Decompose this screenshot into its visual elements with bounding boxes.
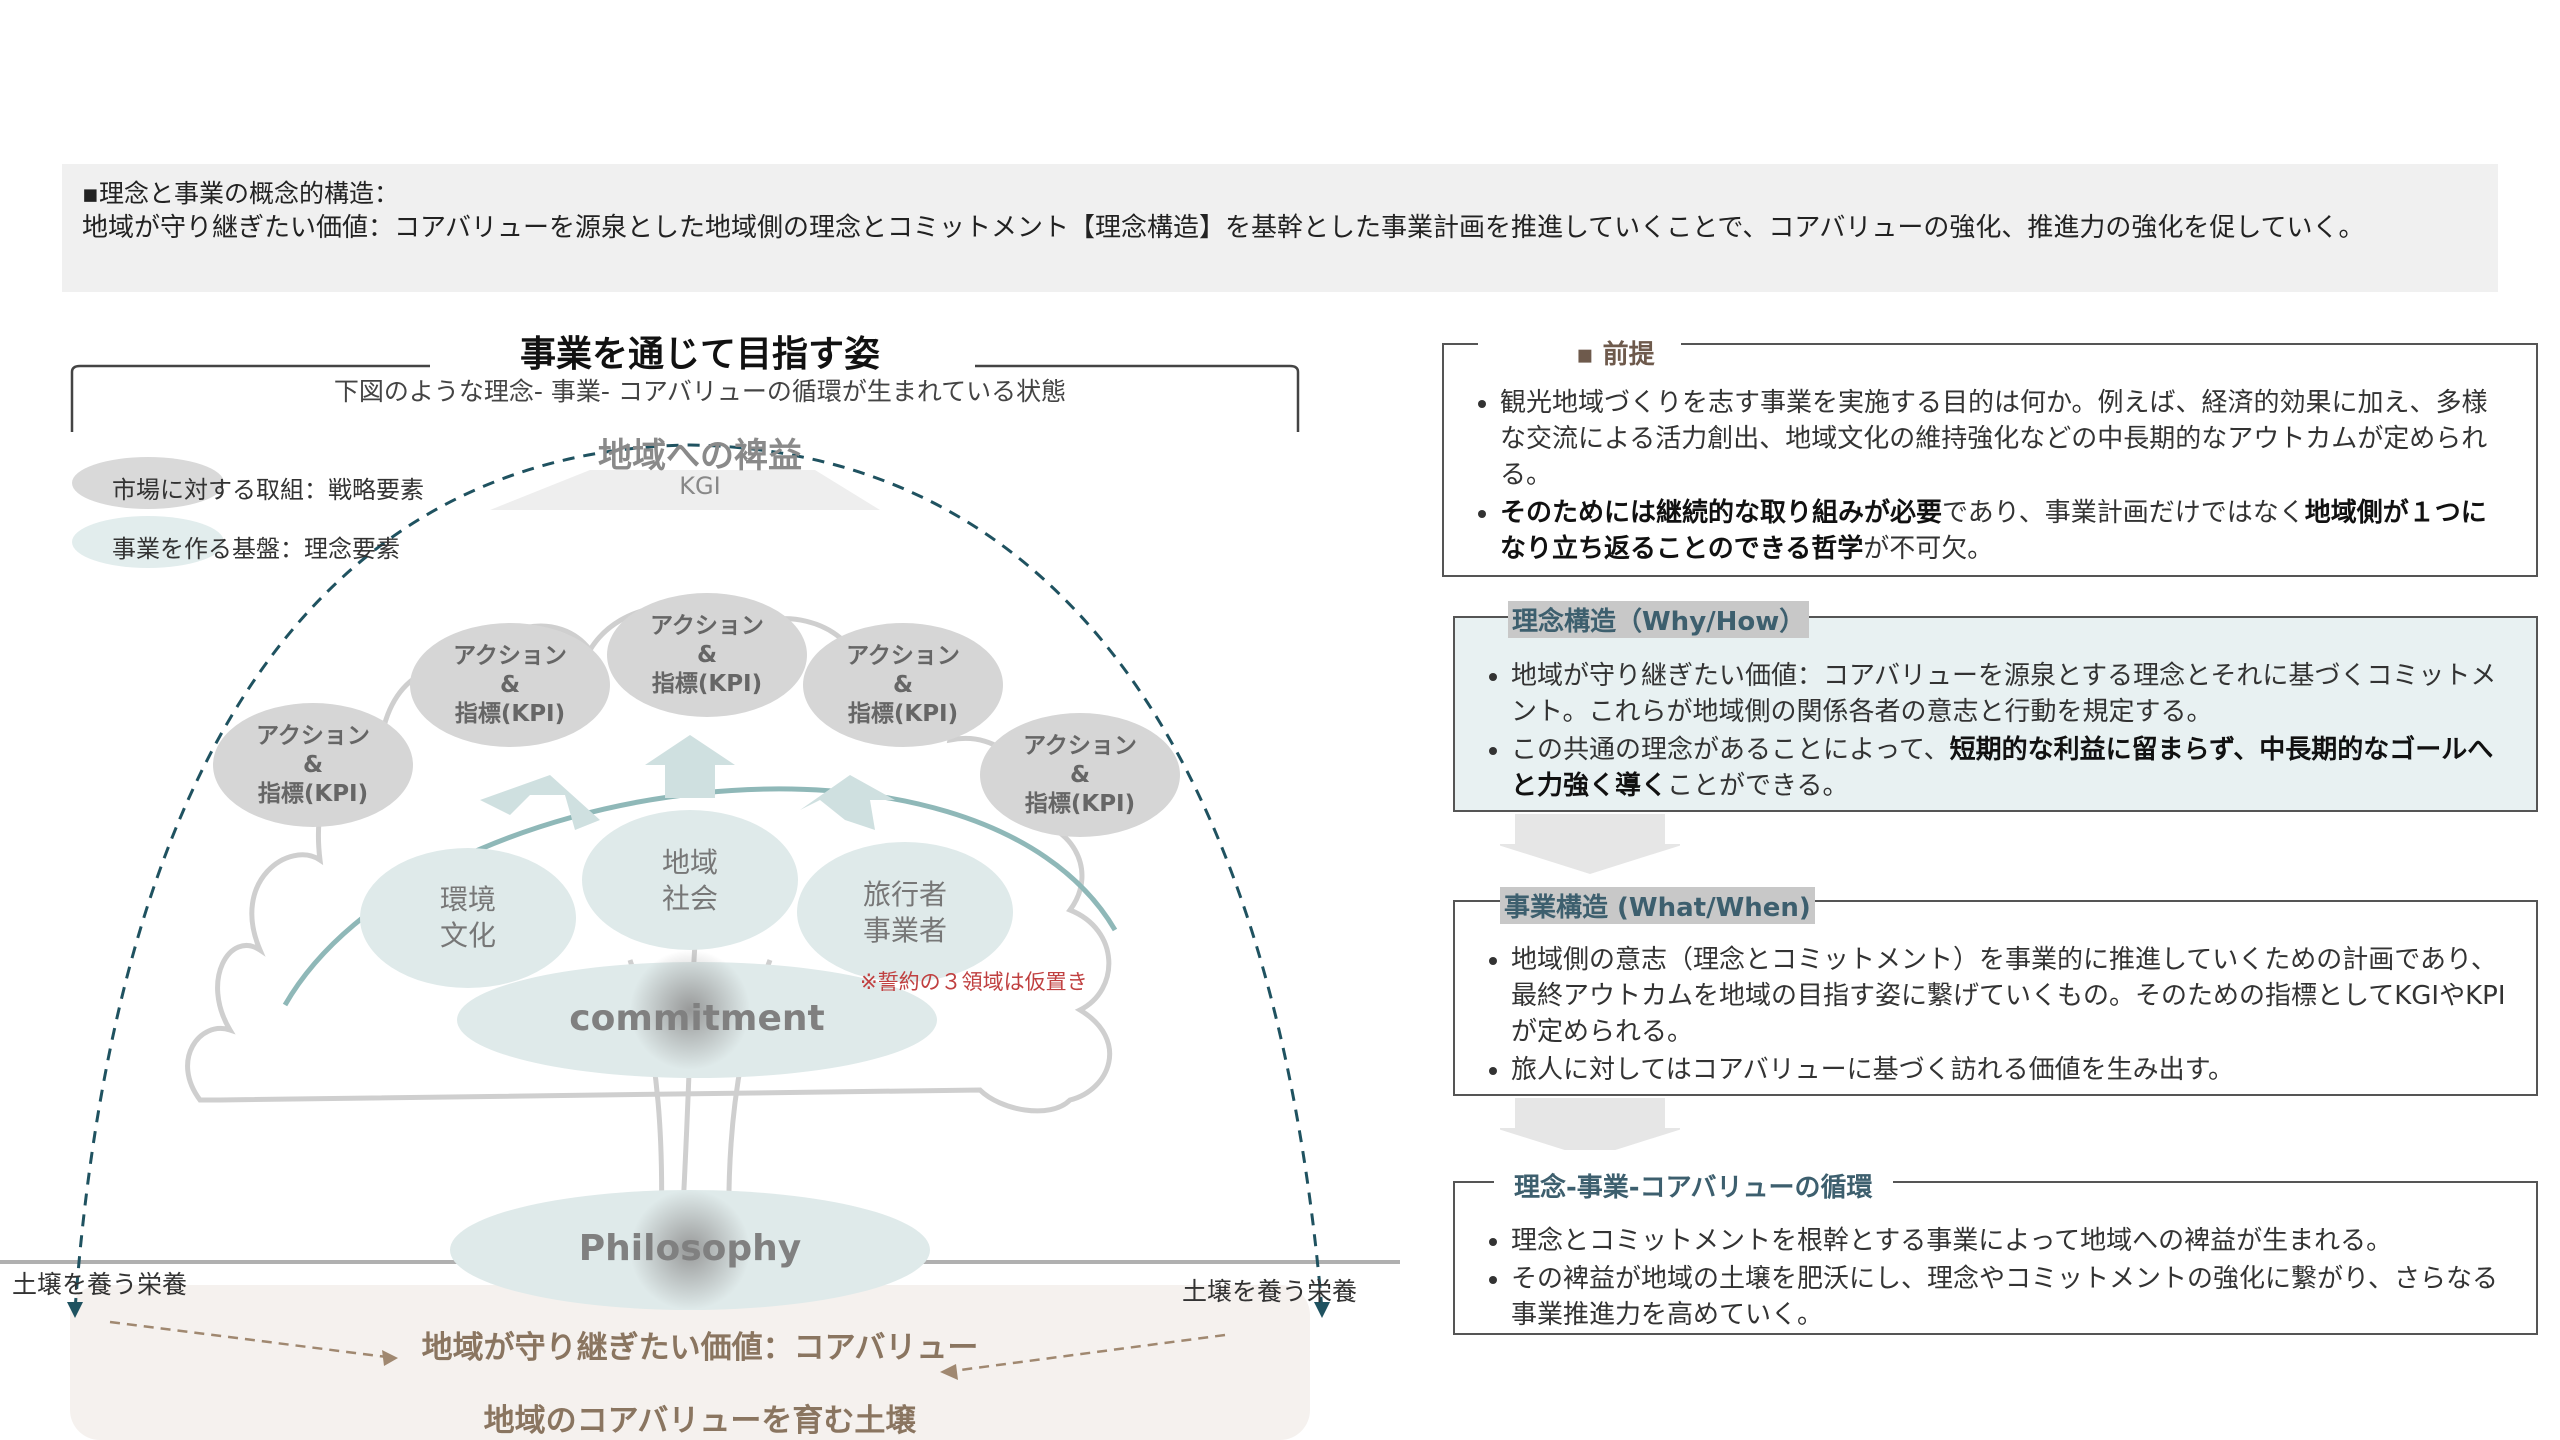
up-arrow-left <box>480 775 600 830</box>
domain-label-traveler: 旅行者事業者 <box>862 878 947 947</box>
philosophy-bullet-1: 地域が守り継ぎたい価値：コアバリューを源泉とする理念とそれに基づくコミットメント… <box>1511 658 2512 730</box>
concept-diagram <box>0 364 1400 1440</box>
diagram-subtitle: 下図のような理念- 事業- コアバリューの循環が生まれている状態 <box>333 377 1067 406</box>
action-label-3: アクション&指標(KPI) <box>650 613 764 697</box>
philosophy-title: 理念構造（Why/How） <box>1508 601 1810 638</box>
cycle-panel: 理念とコミットメントを根幹とする事業によって地域への裨益が生まれる。 その裨益が… <box>1453 1181 2538 1335</box>
flow-arrows <box>1500 814 1680 1150</box>
business-bullet-1: 地域側の意志（理念とコミットメント）を事業的に推進していくための計画であり、最終… <box>1511 942 2512 1050</box>
legend-philosophy: 事業を作る基盤：理念要素 <box>112 535 400 563</box>
action-label-2: アクション&指標(KPI) <box>453 643 567 727</box>
domain-label-society: 地域社会 <box>661 846 718 915</box>
header-box <box>62 164 2498 292</box>
legend-swatch-philosophy <box>72 516 224 568</box>
header-title: ▪理念と事業の概念的構造： <box>82 179 399 208</box>
premise-title: ▪ 前提 <box>1478 334 1681 371</box>
title-bracket <box>70 364 1300 432</box>
domain-label-environment: 環境文化 <box>439 883 496 952</box>
philosophy-bullet-2: この共通の理念があることによって、短期的な利益に留まらず、中長期的なゴールへと力… <box>1511 732 2512 804</box>
action-ellipse-2 <box>410 623 610 747</box>
benefit-label: 地域への裨益 <box>598 436 802 476</box>
action-ellipse-4 <box>803 623 1003 747</box>
nutrient-arrow-right <box>944 1333 1226 1374</box>
cycle-bullet-2: その裨益が地域の土壌を肥沃にし、理念やコミットメントの強化に繋がり、さらなる事業… <box>1511 1261 2512 1333</box>
down-arrow-2 <box>1500 1098 1680 1150</box>
soil-nutrient-left: 土壌を養う栄養 <box>12 1270 188 1299</box>
action-ellipse-1 <box>213 703 413 827</box>
premise-panel: 観光地域づくりを志す事業を実施する目的は何か。例えば、経済的効果に加え、多様な交… <box>1442 343 2538 577</box>
premise-bullet-2: そのためには継続的な取り組みが必要であり、事業計画だけではなく地域側が１つになり… <box>1500 495 2512 567</box>
action-label-5: アクション&指標(KPI) <box>1023 733 1137 817</box>
header-body: 地域が守り継ぎたい価値：コアバリューを源泉とした地域側の理念とコミットメント【理… <box>82 213 2365 243</box>
business-bullet-2: 旅人に対してはコアバリューに基づく訪れる価値を生み出す。 <box>1511 1052 2512 1088</box>
nutrient-arrow-left <box>109 1320 396 1360</box>
up-arrow-center <box>645 735 735 798</box>
legend-strategy: 市場に対する取組：戦略要素 <box>112 476 424 504</box>
cycle-bullet-1: 理念とコミットメントを根幹とする事業によって地域への裨益が生まれる。 <box>1511 1223 2512 1259</box>
domain-note: ※誓約の３領域は仮置き <box>860 970 1088 994</box>
premise-bullet-1: 観光地域づくりを志す事業を実施する目的は何か。例えば、経済的効果に加え、多様な交… <box>1500 385 2512 493</box>
dome-dashed-line <box>73 443 1324 1311</box>
business-panel: 地域側の意志（理念とコミットメント）を事業的に推進していくための計画であり、最終… <box>1453 900 2538 1096</box>
kgi-arrow <box>490 470 880 510</box>
soil-area <box>70 1285 1310 1440</box>
action-label-4: アクション&指標(KPI) <box>846 643 960 727</box>
commitment-glow <box>630 950 750 1070</box>
action-ellipse-3 <box>607 593 807 717</box>
cycle-title: 理念-事業-コアバリューの循環 <box>1494 1167 1893 1204</box>
domain-ellipse-environment <box>360 848 576 988</box>
action-ellipse-5 <box>980 713 1180 837</box>
philosophy-glow <box>630 1190 750 1310</box>
philosophy-panel: 地域が守り継ぎたい価値：コアバリューを源泉とする理念とそれに基づくコミットメント… <box>1453 616 2538 812</box>
down-arrow-1 <box>1500 814 1680 874</box>
commitment-label: commitment <box>569 998 825 1039</box>
soil-nutrient-right: 土壌を養う栄養 <box>1182 1277 1358 1306</box>
core-value-label: 地域が守り継ぎたい価値：コアバリュー <box>421 1330 979 1366</box>
business-title: 事業構造 (What/When) <box>1500 887 1815 924</box>
soil-base-label: 地域のコアバリューを育む土壌 <box>483 1403 917 1439</box>
domain-ellipse-society <box>582 810 798 950</box>
kgi-label: KGI <box>679 472 721 500</box>
action-label-1: アクション&指標(KPI) <box>256 723 370 807</box>
domain-ellipse-traveler <box>797 842 1013 982</box>
diagram-title: 事業を通じて目指す姿 <box>519 334 880 375</box>
philosophy-label: Philosophy <box>578 1228 802 1269</box>
legend-swatch-strategy <box>72 457 224 509</box>
up-arrow-right <box>800 775 895 830</box>
